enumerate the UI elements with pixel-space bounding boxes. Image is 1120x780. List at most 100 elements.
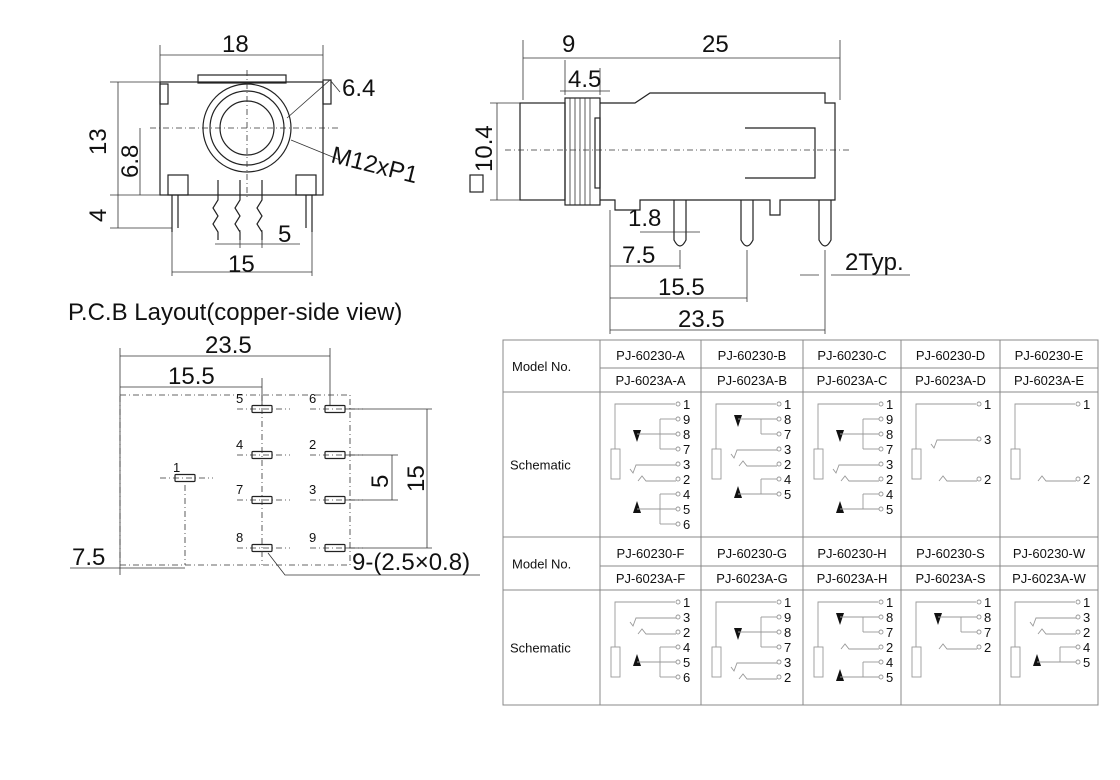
pin-number: 7 xyxy=(886,442,893,457)
pin-number: 3 xyxy=(683,610,690,625)
dim-body-length: 25 xyxy=(702,31,729,58)
model-number: PJ-6023A-A xyxy=(615,373,685,388)
pin-number: 2 xyxy=(984,472,991,487)
pin-number: 4 xyxy=(886,487,893,502)
dim-pcb-pitch: 5 xyxy=(367,475,394,488)
dim-hole: 6.4 xyxy=(342,75,375,102)
pin-number: 5 xyxy=(886,502,893,517)
model-number: PJ-60230-A xyxy=(616,348,685,363)
pin-number: 2 xyxy=(1083,472,1090,487)
front-body xyxy=(159,81,324,196)
dim-center-height: 6.8 xyxy=(117,145,144,178)
pin-number: 1 xyxy=(886,397,893,412)
pin-number: 8 xyxy=(784,625,791,640)
dim-pin-note: 2Typ. xyxy=(845,249,904,276)
dim-pin-height: 4 xyxy=(85,209,112,222)
pin-number: 7 xyxy=(984,625,991,640)
pin-number: 5 xyxy=(683,655,690,670)
pin-number: 2 xyxy=(784,457,791,472)
pcb-layout: P.C.B Layout(copper-side view) 23.5 15.5… xyxy=(68,299,480,576)
model-number: PJ-6023A-S xyxy=(915,571,985,586)
pin-number: 6 xyxy=(683,517,690,532)
dim-thread: M12xP1 xyxy=(329,142,421,189)
pin-number: 7 xyxy=(886,625,893,640)
schematic-diagram: 12 xyxy=(1010,397,1090,487)
dim-pcb-overall: 23.5 xyxy=(205,332,252,359)
pad-label: 2 xyxy=(309,437,316,452)
model-number: PJ-60230-E xyxy=(1015,348,1084,363)
pin-number: 2 xyxy=(984,640,991,655)
pin-number: 9 xyxy=(886,412,893,427)
model-number: PJ-60230-D xyxy=(916,348,985,363)
pad-label: 6 xyxy=(309,391,316,406)
pcb-outline xyxy=(119,394,351,566)
model-number: PJ-60230-F xyxy=(617,546,685,561)
pad-label: 9 xyxy=(309,530,316,545)
pin-number: 8 xyxy=(784,412,791,427)
dim-height: 13 xyxy=(85,128,112,155)
schematic-header: Schematic xyxy=(510,641,571,656)
pin-number: 4 xyxy=(683,640,690,655)
model-number: PJ-60230-G xyxy=(717,546,787,561)
pin-number: 7 xyxy=(784,427,791,442)
dim-width: 18 xyxy=(222,31,249,58)
pin-number: 2 xyxy=(886,472,893,487)
model-number: PJ-6023A-E xyxy=(1014,373,1084,388)
dim-thread-length: 4.5 xyxy=(568,66,601,93)
pin-number: 6 xyxy=(683,670,690,685)
pad-label: 4 xyxy=(236,437,243,452)
dim-pcb-span: 15 xyxy=(403,465,430,492)
model-number: PJ-6023A-C xyxy=(817,373,888,388)
dim-overall: 23.5 xyxy=(678,306,725,333)
pin-number: 1 xyxy=(984,595,991,610)
dim-diameter: 10.4 xyxy=(471,125,498,172)
schematic-header: Schematic xyxy=(510,458,571,473)
pin-number: 2 xyxy=(683,625,690,640)
pin-number: 7 xyxy=(683,442,690,457)
dim-pcb-mid: 15.5 xyxy=(168,363,215,390)
pin-number: 1 xyxy=(1083,397,1090,412)
pin-number: 3 xyxy=(886,457,893,472)
dim-pin-width: 1.8 xyxy=(628,205,661,232)
pin-number: 3 xyxy=(984,432,991,447)
side-view: 9 25 4.5 10.4 1.8 7.5 15.5 23.5 2Typ. xyxy=(469,31,910,334)
pcb-title: P.C.B Layout(copper-side view) xyxy=(68,299,402,326)
pad-label: 3 xyxy=(309,482,316,497)
model-number: PJ-6023A-W xyxy=(1012,571,1086,586)
model-number: PJ-6023A-H xyxy=(817,571,888,586)
pin-number: 5 xyxy=(1083,655,1090,670)
model-number: PJ-60230-C xyxy=(817,348,886,363)
model-number: PJ-60230-S xyxy=(916,546,985,561)
dim-first-pin: 7.5 xyxy=(622,242,655,269)
model-schematic-table: Model No.SchematicPJ-60230-APJ-6023A-A19… xyxy=(502,339,1099,706)
dim-pcb-left: 7.5 xyxy=(72,544,105,571)
pad-label: 8 xyxy=(236,530,243,545)
pin-number: 9 xyxy=(784,610,791,625)
model-number: PJ-60230-H xyxy=(817,546,886,561)
pin-number: 3 xyxy=(784,442,791,457)
pin-number: 8 xyxy=(683,427,690,442)
dim-pin-span: 15 xyxy=(228,251,255,278)
model-number: PJ-60230-B xyxy=(718,348,787,363)
model-number: PJ-6023A-F xyxy=(616,571,685,586)
pin-number: 5 xyxy=(683,502,690,517)
pin-number: 1 xyxy=(984,397,991,412)
pin-number: 1 xyxy=(886,595,893,610)
pad-label: 1 xyxy=(173,460,180,475)
pin-number: 1 xyxy=(683,595,690,610)
model-number: PJ-6023A-G xyxy=(716,571,788,586)
model-number: PJ-6023A-D xyxy=(915,373,986,388)
pin-number: 5 xyxy=(784,487,791,502)
pad-note: 9-(2.5×0.8) xyxy=(352,549,470,576)
front-view: 18 13 6.8 4 5 15 6.4 M12xP1 xyxy=(85,31,421,278)
dim-nut-length: 9 xyxy=(562,31,575,58)
